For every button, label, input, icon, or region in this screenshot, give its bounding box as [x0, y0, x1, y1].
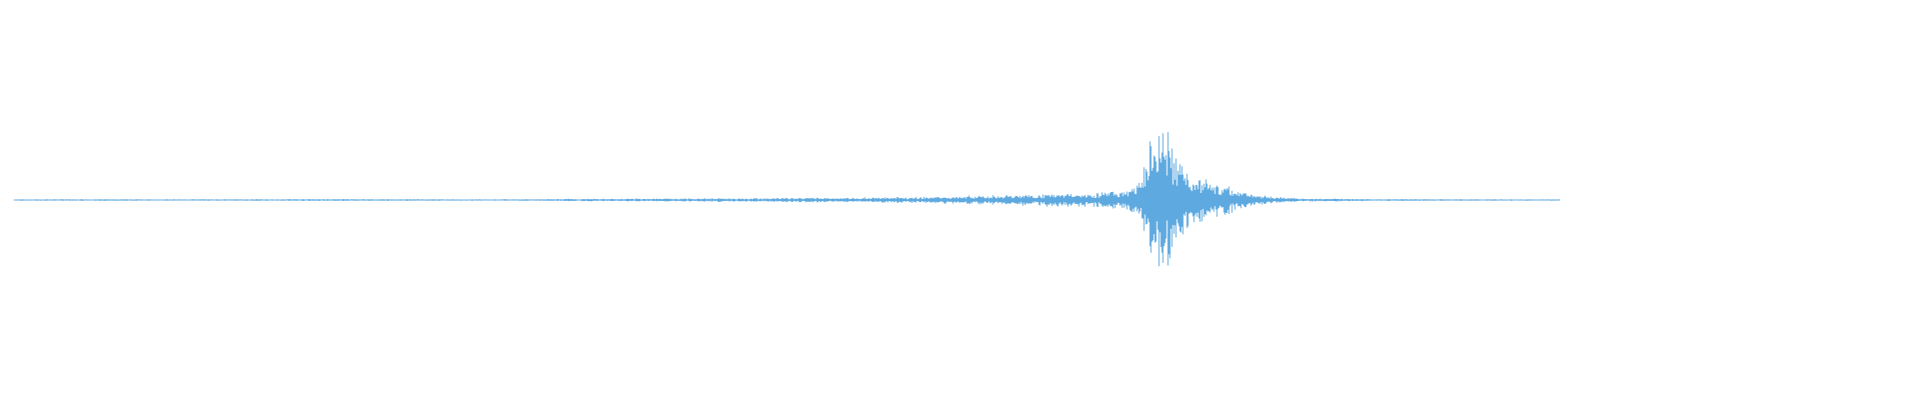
waveform-series — [13, 132, 1560, 267]
waveform-trace — [13, 132, 1560, 267]
